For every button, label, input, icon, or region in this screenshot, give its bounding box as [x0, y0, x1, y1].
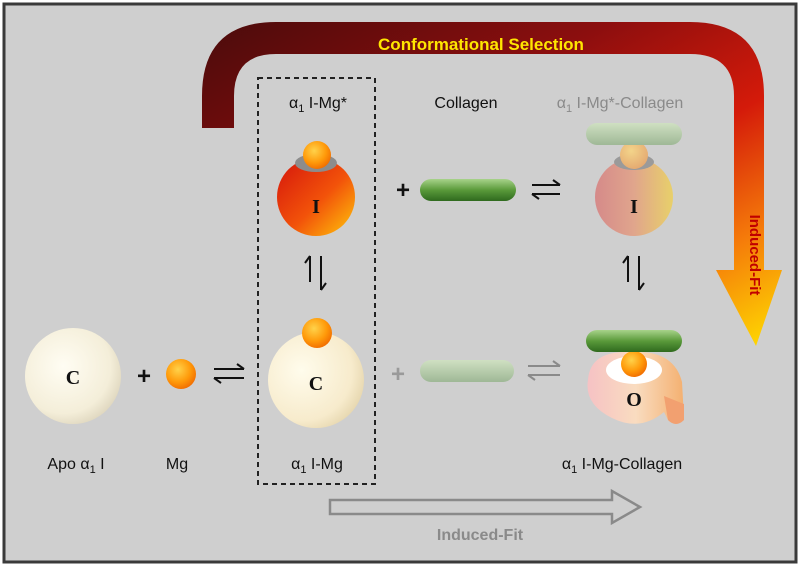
induced-fit-arrow-bottom [328, 488, 643, 526]
i-state-mg-bound: I [277, 141, 355, 236]
mg-ion [303, 141, 331, 169]
label-alpha1-i-mg-collagen: α1 I-Mg-Collagen [562, 456, 682, 476]
collagen-rod [420, 179, 516, 201]
label-alpha1-i-mg-star-collagen: α1 I-Mg*-Collagen [557, 95, 684, 115]
induced-fit-vertical-label: Induced-Fit [746, 215, 763, 296]
conformational-selection-title: Conformational Selection [378, 35, 584, 54]
equilibrium-arrows-bottom-faded [527, 360, 561, 381]
plus-sign-faded: + [391, 361, 405, 388]
state-c-label: C [309, 373, 323, 395]
state-o-label: O [626, 389, 642, 411]
mg-ion [302, 318, 332, 348]
equilibrium-arrows-vertical-right [622, 255, 645, 291]
label-alpha1-i-mg-star: α1 I-Mg* [289, 95, 347, 115]
label-apo-alpha1-i: Apo α1 I [47, 456, 104, 476]
equilibrium-arrows-mg [213, 363, 245, 384]
state-c-label: C [66, 367, 80, 389]
dashed-selection-box [257, 77, 376, 485]
induced-fit-bottom-label: Induced-Fit [437, 527, 524, 544]
equilibrium-arrows-vertical-left [304, 255, 327, 291]
c-state-mg-bound: C [268, 318, 364, 428]
equilibrium-arrows-top [531, 179, 561, 200]
plus-sign: + [396, 177, 410, 204]
state-i-label: I [630, 196, 638, 218]
conformational-selection-arrow [202, 22, 782, 346]
collagen-rod-bound [586, 123, 682, 145]
o-state-collagen-complex: O [586, 330, 684, 424]
apo-c-state: C [25, 328, 121, 424]
collagen-rod-bound [586, 330, 682, 352]
mg-ion [166, 359, 196, 389]
label-alpha1-i-mg: α1 I-Mg [291, 456, 343, 476]
label-collagen: Collagen [434, 95, 497, 112]
plus-sign: + [137, 363, 151, 390]
i-state-collagen-complex: I [586, 123, 682, 236]
state-i-label: I [312, 196, 320, 218]
collagen-rod-faded [420, 360, 514, 382]
label-mg: Mg [166, 456, 188, 473]
